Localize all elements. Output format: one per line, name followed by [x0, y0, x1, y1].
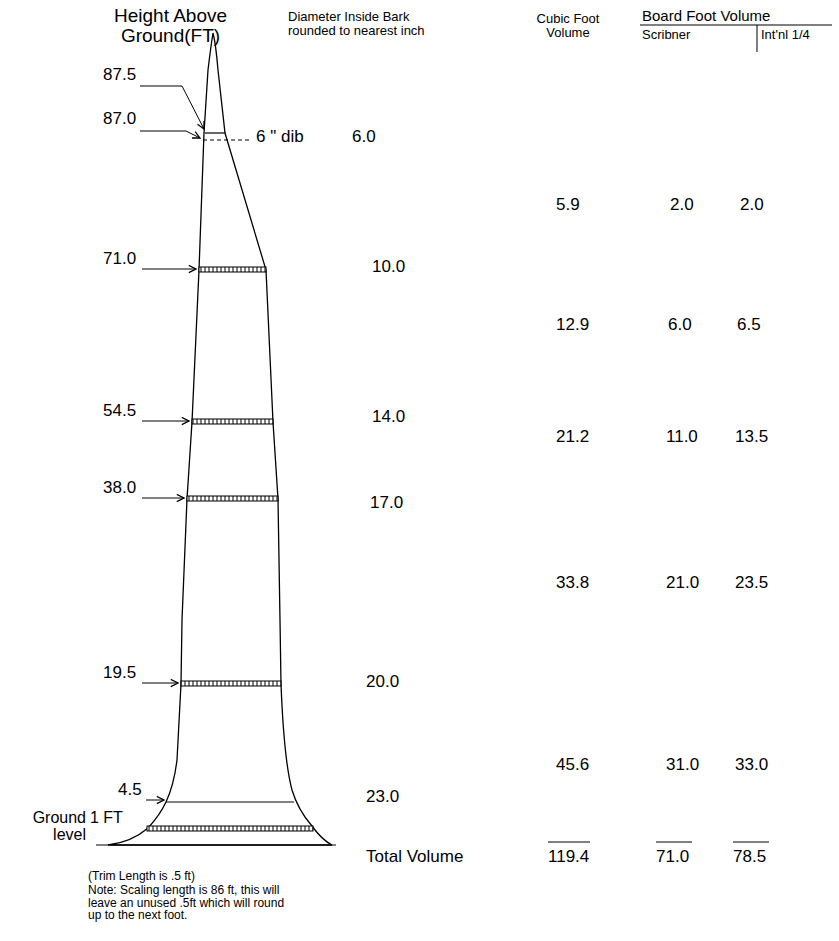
scribner-volume: 11.0	[666, 428, 698, 446]
height-value: 87.0	[103, 110, 136, 128]
total-label: Total Volume	[366, 848, 463, 866]
height-value: 19.5	[103, 664, 136, 682]
column-heading: Height Above Ground(FT)	[88, 6, 253, 46]
total-rules	[548, 842, 769, 843]
leader-lines	[140, 86, 204, 800]
scribner-volume: 31.0	[666, 756, 699, 774]
international-volume: 6.5	[737, 316, 761, 334]
international-volume: 33.0	[735, 756, 768, 774]
top-cut-line	[205, 132, 225, 133]
international-volume: 23.5	[735, 574, 768, 592]
international-volume: 13.5	[735, 428, 768, 446]
diameter-value: 17.0	[370, 494, 403, 512]
height-value: 87.5	[103, 66, 136, 84]
dib-dashed-line	[203, 140, 252, 141]
scribner-total: 71.0	[656, 848, 689, 866]
diameter-value: 10.0	[372, 258, 405, 276]
height-value: 38.0	[103, 479, 136, 497]
scaling-note: Note: Scaling length is 86 ft, this will…	[88, 884, 288, 922]
cubic-total: 119.4	[548, 848, 589, 866]
cubic-volume: 21.2	[556, 428, 589, 446]
scribner-volume: 21.0	[666, 574, 699, 592]
international-volume: 2.0	[740, 196, 764, 214]
trim-note: (Trim Length is .5 ft)	[88, 870, 195, 883]
ground-line	[96, 845, 336, 846]
scribner-volume: 6.0	[668, 316, 692, 334]
header-rules	[640, 25, 832, 52]
diameter-value: 23.0	[366, 788, 399, 806]
scribner-volume: 2.0	[670, 196, 694, 214]
cubic-volume: 33.8	[556, 574, 589, 592]
international-total: 78.5	[733, 848, 766, 866]
height-value: 71.0	[103, 250, 136, 268]
column-subheading: Int'nl 1/4	[761, 28, 810, 42]
cubic-volume: 45.6	[556, 756, 589, 774]
height-value: 4.5	[118, 781, 142, 799]
height-value: 54.5	[103, 402, 136, 420]
ground-label: Ground level	[4, 810, 86, 844]
cubic-volume: 5.9	[556, 196, 580, 214]
column-heading: Cubic Foot Volume	[526, 12, 610, 39]
column-subheading: Scribner	[642, 28, 690, 42]
diameter-value: 14.0	[372, 408, 405, 426]
tree-outline	[108, 33, 332, 845]
cubic-volume: 12.9	[556, 316, 589, 334]
log-disks	[147, 267, 313, 831]
diameter-value: 20.0	[366, 673, 399, 691]
diameter-note: 6 " dib	[256, 128, 304, 146]
column-heading: Board Foot Volume	[642, 8, 770, 24]
diameter-value: 6.0	[352, 128, 376, 146]
stump-height: 1 FT	[90, 810, 123, 827]
column-heading: Diameter Inside Bark rounded to nearest …	[288, 10, 448, 37]
